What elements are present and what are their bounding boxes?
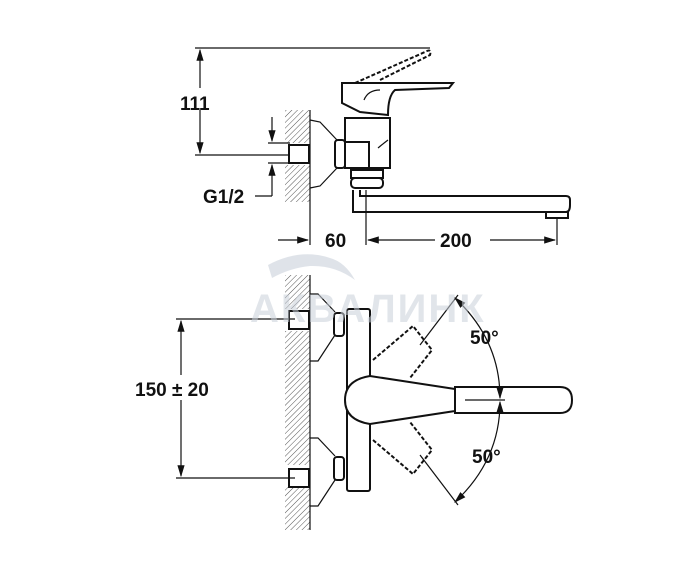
watermark-text: АКВАЛИНК [250,287,486,331]
spout-nut [350,177,384,189]
aerator [545,211,569,219]
eccentric-nut [334,139,346,169]
wall-hatch [285,275,310,309]
wall-hatch [285,331,310,465]
watermark: АКВАЛИНК [250,254,486,331]
lever-handle [343,374,456,426]
side-view: 111 G1/2 60 200 [180,47,571,252]
wall-hatch [285,110,310,143]
angle-down-dimension: 50° [472,447,501,468]
wall-hatch [285,487,310,530]
eccentric-nut [333,456,345,481]
wall-hatch [285,165,310,202]
eccentric-nut [333,312,345,337]
height-dimension: 111 [180,94,210,115]
watermark-wave-icon [268,254,355,280]
center-distance-dimension: 150 ± 20 [135,380,209,401]
inlet-fitting-top [288,310,310,330]
wall-offset-dimension: 60 [325,231,346,252]
inlet-fitting [288,144,310,164]
top-view: 50° 50° 150 ± 20 [135,275,574,530]
spout-reach-dimension: 200 [440,231,472,252]
angle-up-dimension: 50° [470,328,499,349]
thread-dimension: G1/2 [203,187,244,208]
